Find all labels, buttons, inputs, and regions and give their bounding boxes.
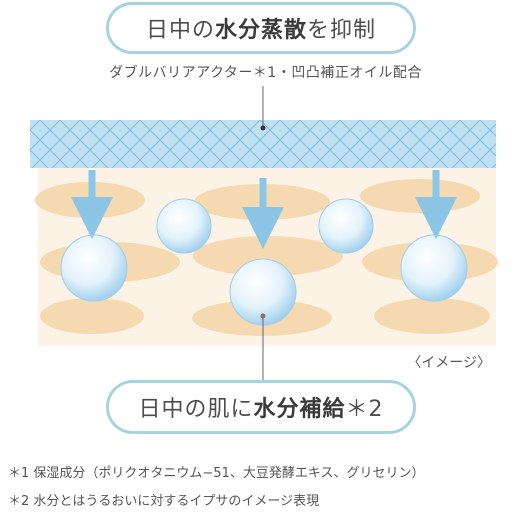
title-top: 日中の水分蒸散を抑制 [106, 2, 416, 54]
title-top-suffix: を抑制 [307, 18, 377, 43]
film-label: ダブルバリアアクター＊1・凹凸補正オイル配合 [109, 65, 422, 81]
skin-cell [360, 179, 480, 213]
footnote-1: ＊1 保湿成分（ポリクオタニウム−51、大豆発酵エキス、グリセリン） [8, 466, 425, 481]
moisture-drop [318, 198, 374, 254]
title-top-bold: 水分蒸散 [214, 18, 307, 43]
footnote-2: ＊2 水分とはうるおいに対するイプサのイメージ表現 [8, 494, 320, 509]
image-note: 〈イメージ〉 [407, 355, 491, 371]
title-top-prefix: 日中の [145, 18, 215, 43]
title-bottom: 日中の肌に水分補給＊2 [106, 380, 416, 434]
moisture-drop [400, 234, 468, 302]
film-leader-dot [260, 125, 266, 131]
arrows [71, 170, 457, 249]
title-bottom-prefix: 日中の肌に [138, 397, 254, 422]
moisture-drop [156, 198, 212, 254]
skin-cell [374, 298, 490, 334]
title-bottom-suffix: ＊2 [345, 397, 384, 422]
skin-cell [193, 236, 343, 276]
leader-lines [260, 86, 266, 382]
drop-leader-dot [260, 313, 266, 319]
skin-cell [40, 298, 144, 334]
title-bottom-bold: 水分補給 [253, 397, 346, 422]
moisture-drop [60, 234, 128, 302]
